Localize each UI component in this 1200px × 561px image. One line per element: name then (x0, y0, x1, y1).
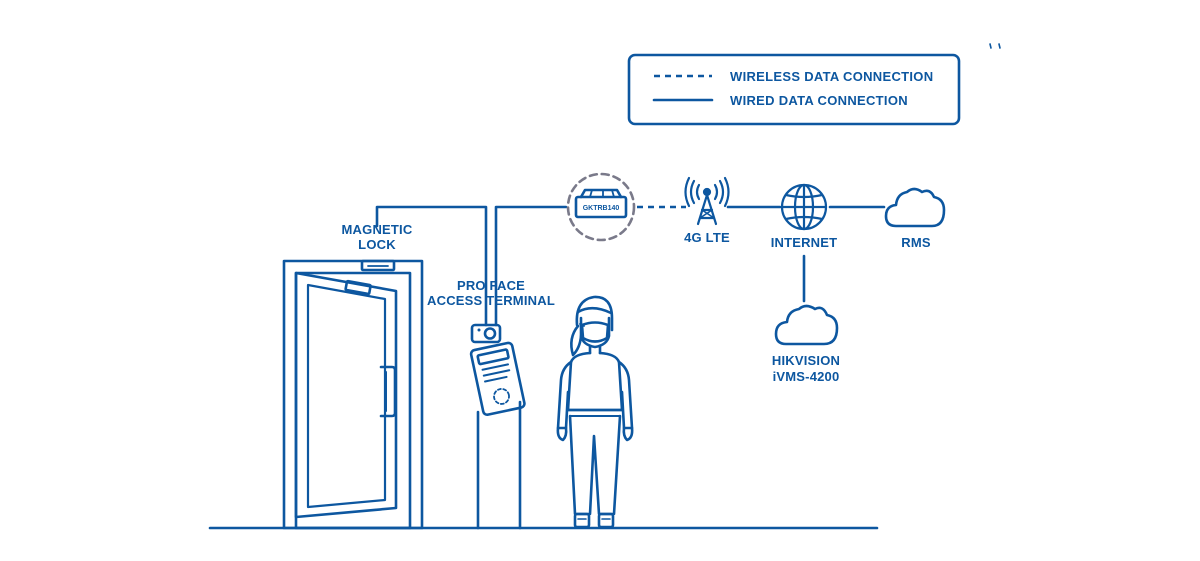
magnetic-lock-icon (360, 259, 396, 272)
legend-box (627, 53, 961, 126)
decorative-mark (989, 43, 1001, 49)
hikvision-label-line2: iVMS-4200 (773, 369, 840, 384)
terminal-label-line2: ACCESS TERMINAL (427, 293, 555, 308)
lock-to-terminal-line (375, 205, 488, 327)
globe-icon (780, 183, 828, 231)
router-wireless-ring (566, 172, 636, 242)
internet-label: INTERNET (771, 235, 838, 250)
door-icon (282, 259, 424, 530)
hikvision-label-line1: HIKVISION (772, 353, 840, 368)
rms-label: RMS (901, 235, 931, 250)
lte-label: 4G LTE (684, 230, 730, 245)
router-model-label: GKTRB140 (583, 205, 620, 212)
legend-wired-label: WIRED DATA CONNECTION (730, 93, 908, 108)
face-terminal-icon (469, 323, 526, 530)
cell-tower-icon (684, 176, 730, 226)
wired-connections (375, 205, 886, 327)
magnetic-lock-label-line1: MAGNETIC (342, 222, 413, 237)
terminal-label-line1: PRO FACE (457, 278, 525, 293)
rms-cloud-icon (884, 187, 946, 228)
terminal-to-router-line (494, 205, 568, 327)
masked-person-icon (556, 295, 634, 529)
legend-wireless-label: WIRELESS DATA CONNECTION (730, 69, 933, 84)
router-icon: GKTRB140 (566, 172, 636, 242)
magnetic-lock-label-line2: LOCK (358, 237, 396, 252)
labels: MAGNETIC LOCK PRO FACE ACCESS TERMINAL 4… (342, 222, 931, 384)
hikvision-cloud-icon (774, 304, 839, 346)
legend: WIRELESS DATA CONNECTION WIRED DATA CONN… (627, 53, 961, 126)
